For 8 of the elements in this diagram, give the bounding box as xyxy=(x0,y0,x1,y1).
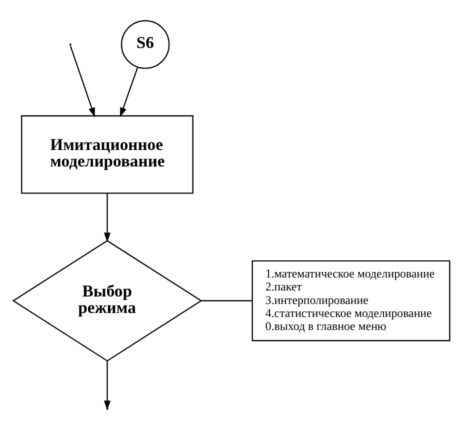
arrow xyxy=(70,45,95,117)
connector xyxy=(202,300,252,301)
node-diamond: Выбор режима xyxy=(12,240,202,362)
node-box: 1.математическое моделирование 2.пакет 3.интерполирование 4.статистическое моделирование 0.выход в главное меню xyxy=(252,260,450,341)
arrow xyxy=(120,66,138,117)
node-circle: S6 xyxy=(120,20,170,68)
arrow xyxy=(104,193,111,242)
node-box: Имитационное моделирование xyxy=(21,114,194,194)
